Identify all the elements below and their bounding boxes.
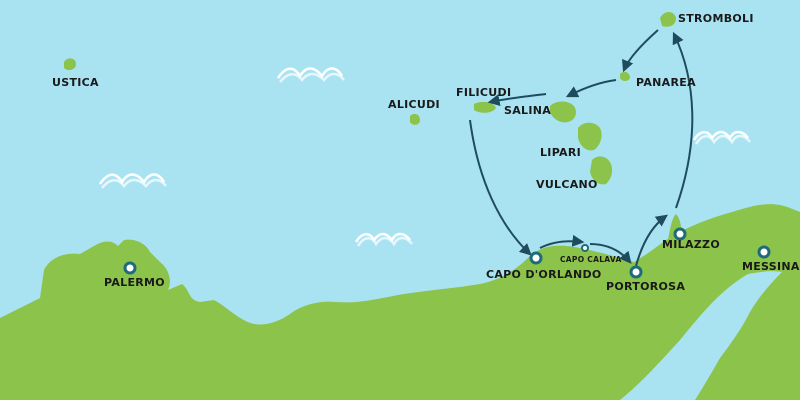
route-filicudi-capo-dorlando bbox=[469, 119, 532, 256]
label-salina: SALINA bbox=[504, 104, 551, 117]
lipari-island bbox=[578, 122, 602, 151]
port-marker-icon bbox=[673, 227, 687, 241]
label-stromboli: STROMBOLI bbox=[678, 12, 754, 25]
route-stromboli-panarea bbox=[622, 29, 659, 73]
route-salina-filicudi bbox=[487, 93, 547, 107]
port-marker-icon bbox=[629, 265, 643, 279]
port-marker-icon bbox=[581, 244, 589, 252]
label-vulcano: VULCANO bbox=[536, 178, 598, 191]
label-panarea: PANAREA bbox=[636, 76, 696, 89]
label-portorosa: PORTOROSA bbox=[606, 280, 685, 293]
route-panarea-salina bbox=[565, 79, 617, 98]
wave-icon bbox=[354, 232, 413, 247]
label-capo-dorlando: CAPO D'ORLANDO bbox=[486, 268, 602, 281]
label-ustica: USTICA bbox=[52, 76, 99, 89]
route-portorosa-milazzo bbox=[635, 214, 668, 267]
label-lipari: LIPARI bbox=[540, 146, 581, 159]
stromboli-island bbox=[660, 12, 676, 27]
port-marker-icon bbox=[123, 261, 137, 275]
wave-icon bbox=[98, 173, 167, 189]
label-alicudi: ALICUDI bbox=[388, 98, 440, 111]
sicily-mainland bbox=[0, 204, 800, 400]
label-milazzo: MILAZZO bbox=[662, 238, 720, 251]
vulcano-island bbox=[590, 156, 613, 185]
label-filicudi: FILICUDI bbox=[456, 86, 511, 99]
salina-island bbox=[550, 101, 576, 123]
route-milazzo-stromboli bbox=[672, 31, 694, 209]
label-capo-calava: CAPO CALAVA bbox=[560, 255, 622, 264]
label-palermo: PALERMO bbox=[104, 276, 165, 289]
alicudi-island bbox=[410, 113, 420, 125]
wave-icon bbox=[276, 67, 345, 83]
port-marker-icon bbox=[529, 251, 543, 265]
route-capo-dorlando-capo-calava bbox=[539, 234, 585, 249]
route-capo-calava-portorosa bbox=[589, 243, 632, 264]
label-messina: MESSINA bbox=[742, 260, 800, 273]
ustica-island bbox=[64, 58, 76, 71]
ferry-routes bbox=[469, 29, 694, 267]
port-marker-icon bbox=[757, 245, 771, 259]
wave-icon bbox=[692, 130, 751, 145]
panarea-island bbox=[620, 71, 630, 81]
